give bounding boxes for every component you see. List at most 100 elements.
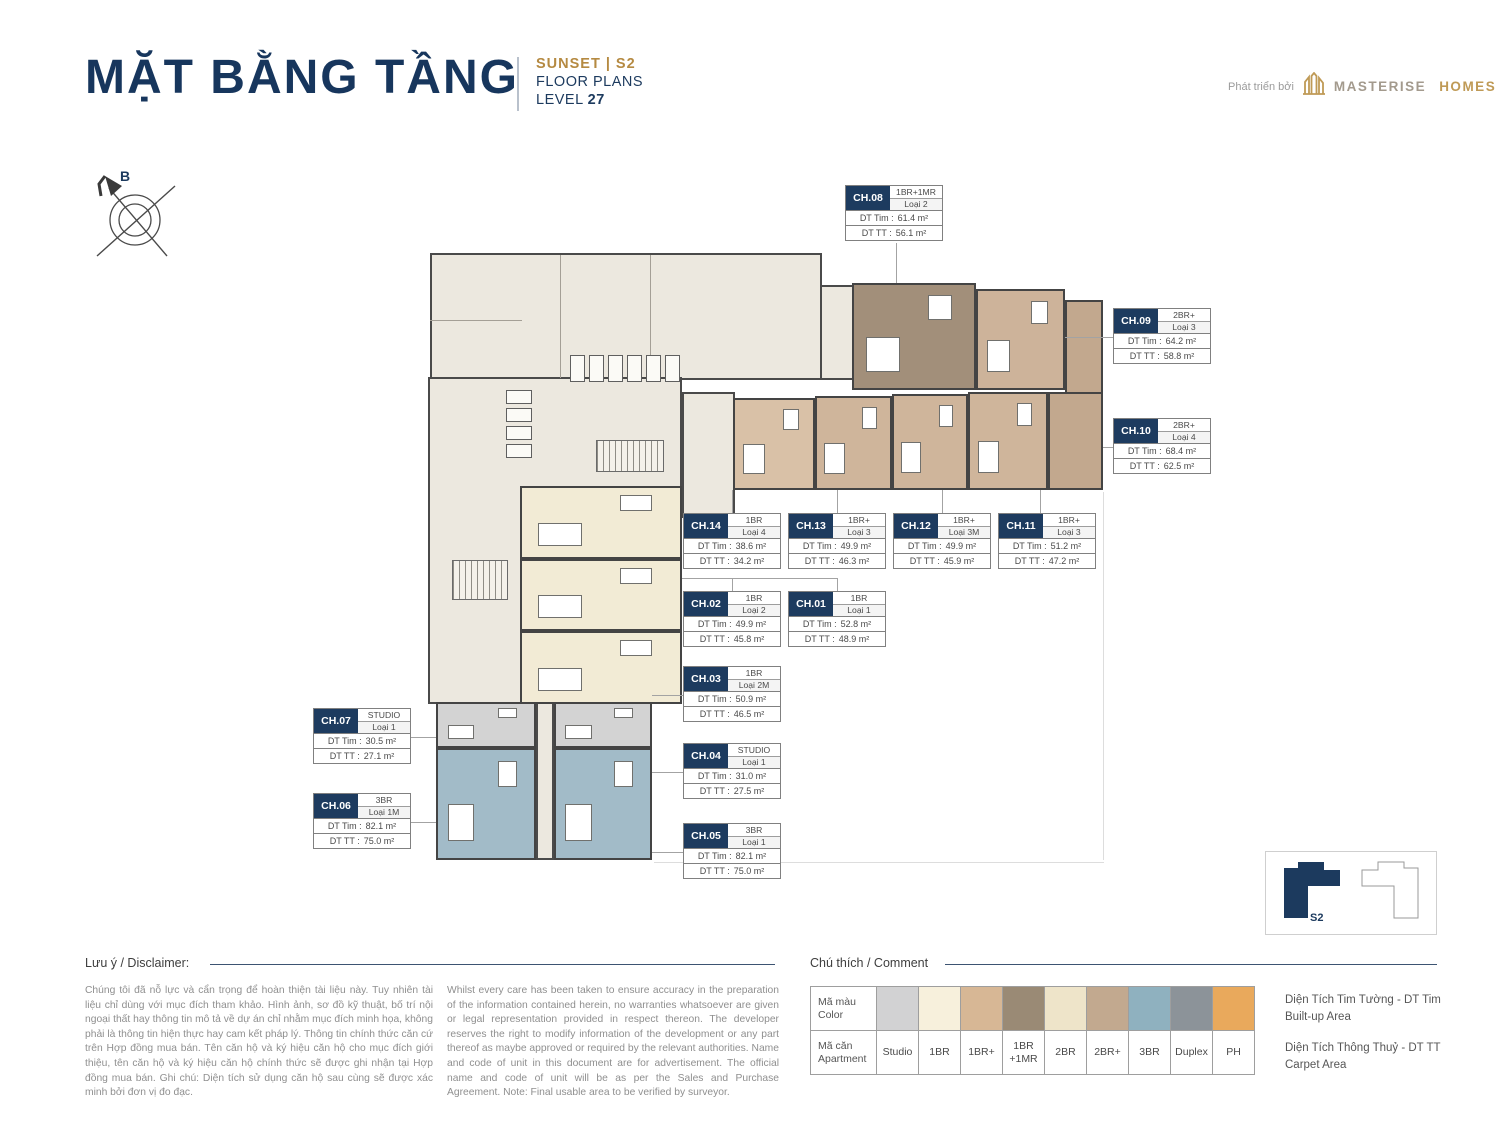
furniture (862, 407, 877, 429)
plan-base (430, 253, 822, 380)
plan-unit-ch14 (733, 398, 815, 490)
developer-prefix: Phát triển bởi (1228, 80, 1294, 93)
furniture (447, 804, 475, 841)
legend-swatch-1br (919, 987, 961, 1031)
level-value: 27 (587, 92, 605, 108)
leader-line (1065, 337, 1113, 338)
legend-label-duplex: Duplex (1171, 1031, 1213, 1075)
elevator-box (627, 355, 642, 382)
furniture (938, 405, 954, 428)
leader-line (652, 852, 683, 853)
elevator-box (506, 426, 532, 440)
ghost (1103, 492, 1104, 860)
plan-unit-ch09 (976, 289, 1065, 390)
leader-line (652, 695, 683, 696)
north-compass-icon (95, 160, 195, 275)
legend-label-3br: 3BR (1129, 1031, 1171, 1075)
plan-unit-ch01 (520, 631, 682, 704)
legend-swatch-duplex (1171, 987, 1213, 1031)
leader-line (732, 490, 733, 513)
plan-unit-ch06 (436, 748, 536, 860)
elevator-box (570, 355, 585, 382)
elevator-box (665, 355, 680, 382)
legend-label-1br-1mr: 1BR +1MR (1003, 1031, 1045, 1075)
plan-unit-ch05 (554, 748, 652, 860)
elevator-box (506, 444, 532, 458)
legend-label-1br-: 1BR+ (961, 1031, 1003, 1075)
plan-unit-ch10 (1048, 392, 1103, 490)
wline (560, 255, 561, 378)
keyplan-other-tower-shape (1361, 861, 1419, 919)
furniture (537, 522, 583, 546)
legend-label-2br-: 2BR+ (1087, 1031, 1129, 1075)
furniture (619, 639, 652, 657)
legend-label-studio: Studio (877, 1031, 919, 1075)
plan-unit-ch03 (520, 559, 682, 631)
furniture (824, 443, 845, 474)
furniture (565, 804, 592, 841)
furniture (565, 725, 592, 740)
elevator-box (506, 408, 532, 422)
leader-line (411, 822, 436, 823)
brand-suffix: HOMES (1439, 79, 1497, 94)
furniture (866, 336, 900, 372)
elevator-box (506, 390, 532, 404)
brand-name: MASTERISE (1333, 79, 1427, 94)
furniture (977, 441, 999, 473)
leader-line (682, 578, 838, 579)
furniture (537, 667, 583, 691)
furniture (783, 408, 799, 430)
compass-north-label: B (120, 168, 131, 184)
furniture (1030, 300, 1048, 324)
plan-unit-ch12 (892, 394, 968, 490)
furniture (901, 442, 922, 474)
plan-unit-ch08 (852, 283, 976, 390)
elevator-box (608, 355, 623, 382)
leader-line (942, 490, 943, 513)
disclaimer-title: Lưu ý / Disclaimer: (85, 956, 190, 970)
legend-label-1br: 1BR (919, 1031, 961, 1075)
disclaimer-rule (210, 964, 775, 965)
legend-swatch-2br- (1087, 987, 1129, 1031)
keyplan-s2-label: S2 (1310, 912, 1324, 924)
project-name: SUNSET | S2 (536, 56, 636, 72)
legend-swatch-studio (877, 987, 919, 1031)
furniture (614, 708, 634, 719)
page-title: MẶT BẰNG TẦNG (85, 51, 519, 104)
legend-swatch-1br- (961, 987, 1003, 1031)
plan-unit-ch02 (520, 486, 682, 559)
disclaimer-english: Whilst every care has been taken to ensu… (447, 985, 779, 1099)
legend-swatch-3br (1129, 987, 1171, 1031)
masterise-logo-icon (1302, 71, 1326, 101)
legend-swatch-2br (1045, 987, 1087, 1031)
leader-line (896, 243, 897, 283)
furniture (619, 494, 652, 512)
legend-label-ph: PH (1213, 1031, 1255, 1075)
leader-line (652, 772, 683, 773)
furniture (614, 760, 634, 787)
plan-unit-ch10b (1065, 300, 1103, 394)
legend-swatch-ph (1213, 987, 1255, 1031)
plan-unit-ch11 (968, 392, 1048, 490)
furniture (447, 725, 475, 740)
leader-line (837, 490, 838, 513)
legend-swatch-1br-1mr (1003, 987, 1045, 1031)
furniture (928, 295, 953, 321)
furniture (742, 444, 765, 474)
leader-line (411, 737, 436, 738)
developer-brand: Phát triển bởi MASTERISE HOMES (1228, 71, 1497, 101)
hatch (452, 560, 508, 600)
leader-line (1040, 490, 1041, 513)
wline (650, 255, 651, 378)
legend-title: Chú thích / Comment (810, 956, 929, 970)
ghost (654, 862, 1104, 863)
furniture (497, 760, 517, 787)
plan-base (682, 392, 735, 518)
